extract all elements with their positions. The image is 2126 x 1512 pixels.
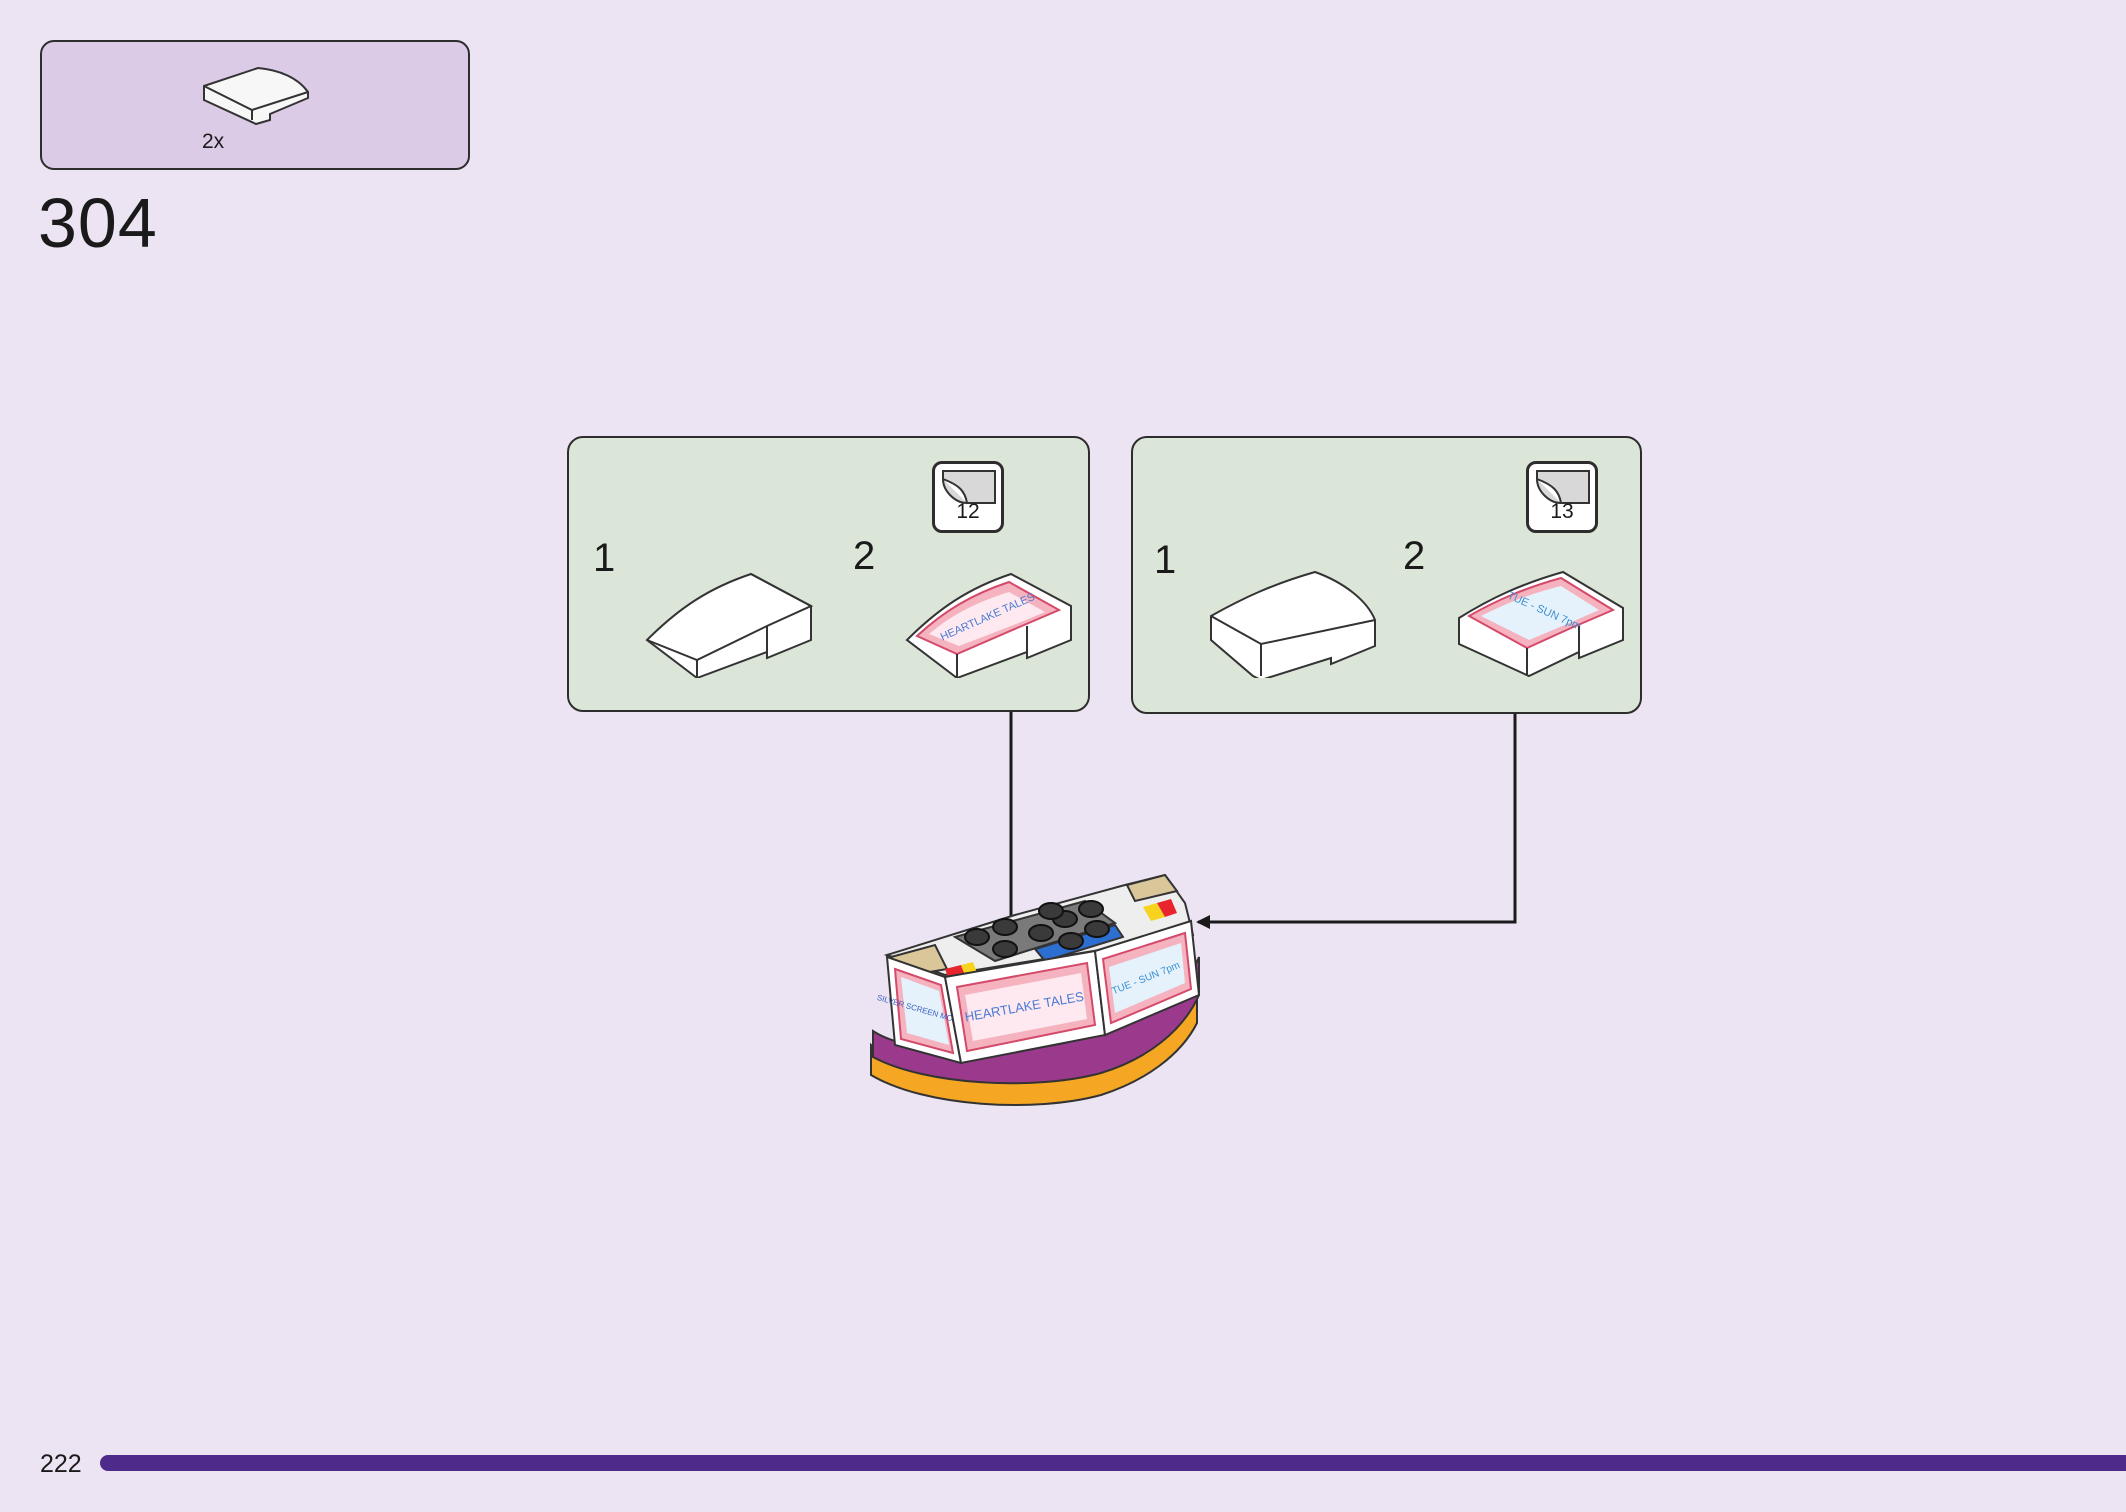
front-sign-face	[965, 973, 1087, 1041]
curved-slope-brick-icon	[203, 66, 309, 126]
sticker-reference-13: 13	[1526, 461, 1598, 533]
connector-arrow-2	[1196, 714, 1517, 929]
sub-assembly-callout-1: 1 2 HEARTLAKE TALES 12	[567, 436, 1090, 712]
sticker-number: 12	[956, 500, 980, 523]
red-stripe	[1157, 899, 1177, 917]
substep-number: 1	[593, 536, 616, 580]
page-number: 222	[40, 1450, 82, 1478]
substep-number: 2	[1403, 534, 1426, 578]
sticker-number: 13	[1550, 500, 1574, 523]
studs	[964, 900, 1110, 958]
sub-assembly-callout-2: 1 2 TUE - SUN 7pm 13	[1131, 436, 1642, 714]
curved-slope-brick-icon	[1210, 570, 1376, 678]
stickered-slope-brick-icon: HEARTLAKE TALES	[905, 572, 1072, 678]
step-number: 304	[38, 184, 158, 262]
parts-list-box	[40, 40, 470, 170]
yellow-stripe	[1143, 903, 1165, 921]
substep-number: 2	[853, 534, 876, 578]
stickered-slope-brick-icon: TUE - SUN 7pm	[1458, 570, 1624, 678]
sticker-reference-12: 12	[932, 461, 1004, 533]
tan-tile	[1125, 873, 1179, 903]
part-quantity: 2x	[202, 130, 225, 153]
substep-number: 1	[1154, 538, 1177, 582]
curved-slope-brick-icon	[645, 572, 814, 678]
sticker-sheet-icon	[1536, 470, 1590, 504]
left-sign-face	[901, 977, 949, 1045]
stage-model-illustration: SILVER SCREEN MOVIES HEARTLAKE TALES TUE…	[870, 873, 1201, 1107]
right-sign-face	[1109, 943, 1185, 1013]
page-progress-bar	[100, 1455, 2126, 1471]
sticker-sheet-icon	[942, 470, 996, 504]
